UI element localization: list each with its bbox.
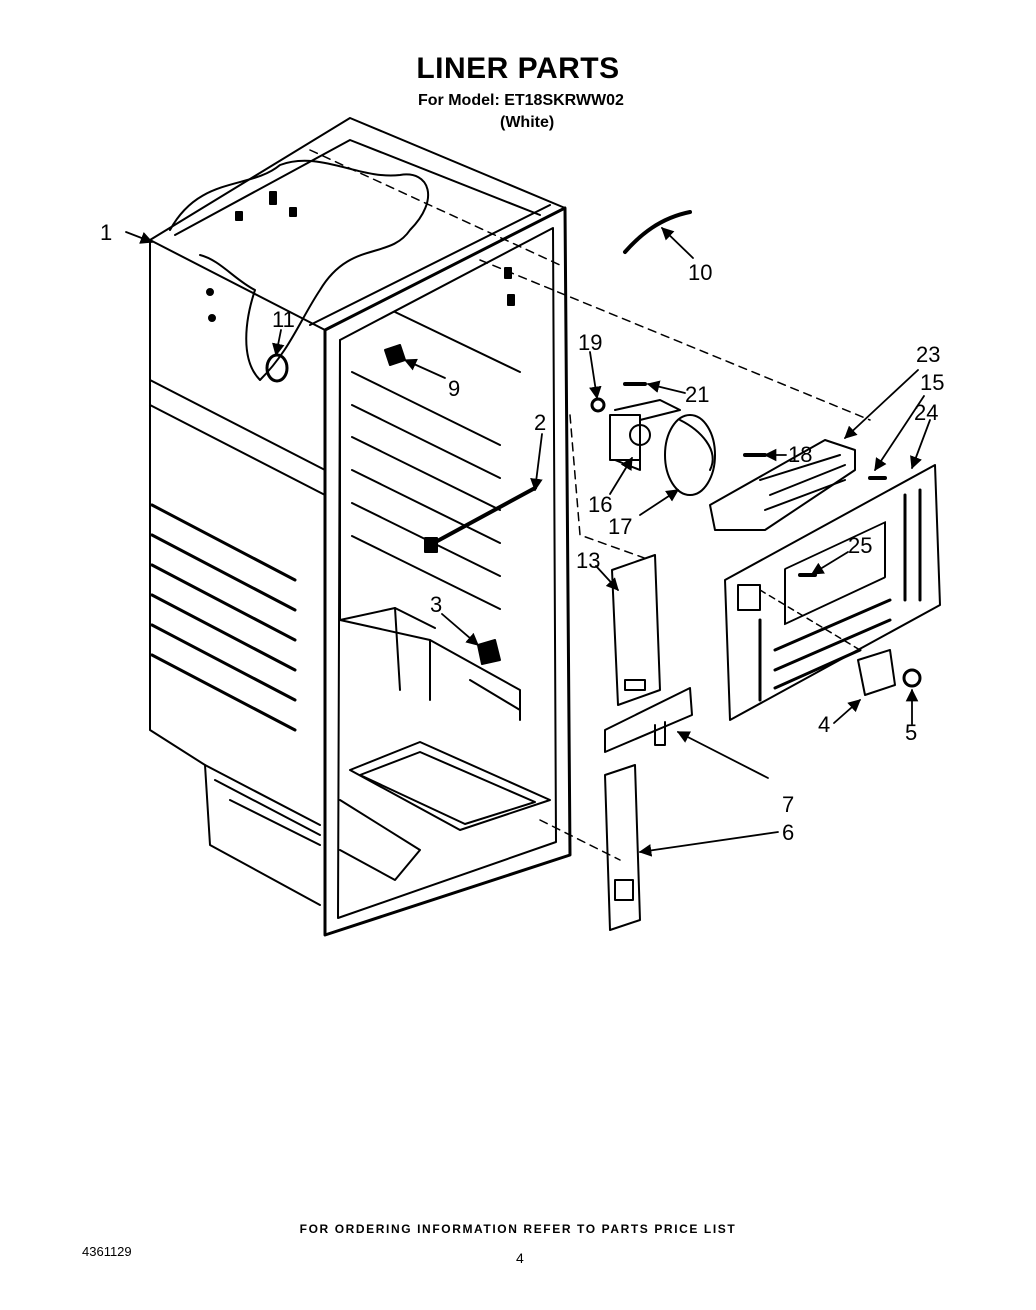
- leader-lines: [125, 227, 931, 857]
- callout-4: 4: [818, 712, 830, 737]
- callout-labels: 1 2 3 4 5 6 7 9 10 11 13 15 16 17 18 19 …: [100, 220, 944, 845]
- callout-16: 16: [588, 492, 612, 517]
- callout-11: 11: [272, 307, 295, 332]
- air-ducts: [604, 554, 693, 931]
- callout-13: 13: [576, 548, 600, 573]
- callout-1: 1: [100, 220, 112, 245]
- ordering-note: FOR ORDERING INFORMATION REFER TO PARTS …: [299, 1222, 737, 1236]
- fan-grille: [709, 439, 887, 531]
- page-title: LINER PARTS: [416, 52, 620, 85]
- callout-9: 9: [448, 376, 460, 401]
- callout-6: 6: [782, 820, 794, 845]
- document-number: 4361129: [82, 1244, 132, 1259]
- callout-15: 15: [920, 370, 944, 395]
- callout-5: 5: [905, 720, 917, 745]
- callout-19: 19: [578, 330, 602, 355]
- wire-harness: [623, 210, 692, 254]
- callout-24: 24: [914, 400, 938, 425]
- color-line: (White): [500, 114, 555, 131]
- page-number: 4: [516, 1250, 524, 1266]
- callout-10: 10: [688, 260, 712, 285]
- callout-18: 18: [788, 442, 812, 467]
- fan-motor-assembly: [590, 382, 767, 496]
- cabinet-liner: [149, 117, 871, 937]
- callout-7: 7: [782, 792, 794, 817]
- callout-3: 3: [430, 592, 442, 617]
- callout-2: 2: [534, 410, 546, 435]
- model-line: For Model: ET18SKRWW02: [418, 92, 624, 109]
- callout-21: 21: [685, 382, 709, 407]
- rear-air-panel: [724, 464, 941, 721]
- callout-17: 17: [608, 514, 632, 539]
- callout-25: 25: [848, 533, 872, 558]
- callout-23: 23: [916, 342, 940, 367]
